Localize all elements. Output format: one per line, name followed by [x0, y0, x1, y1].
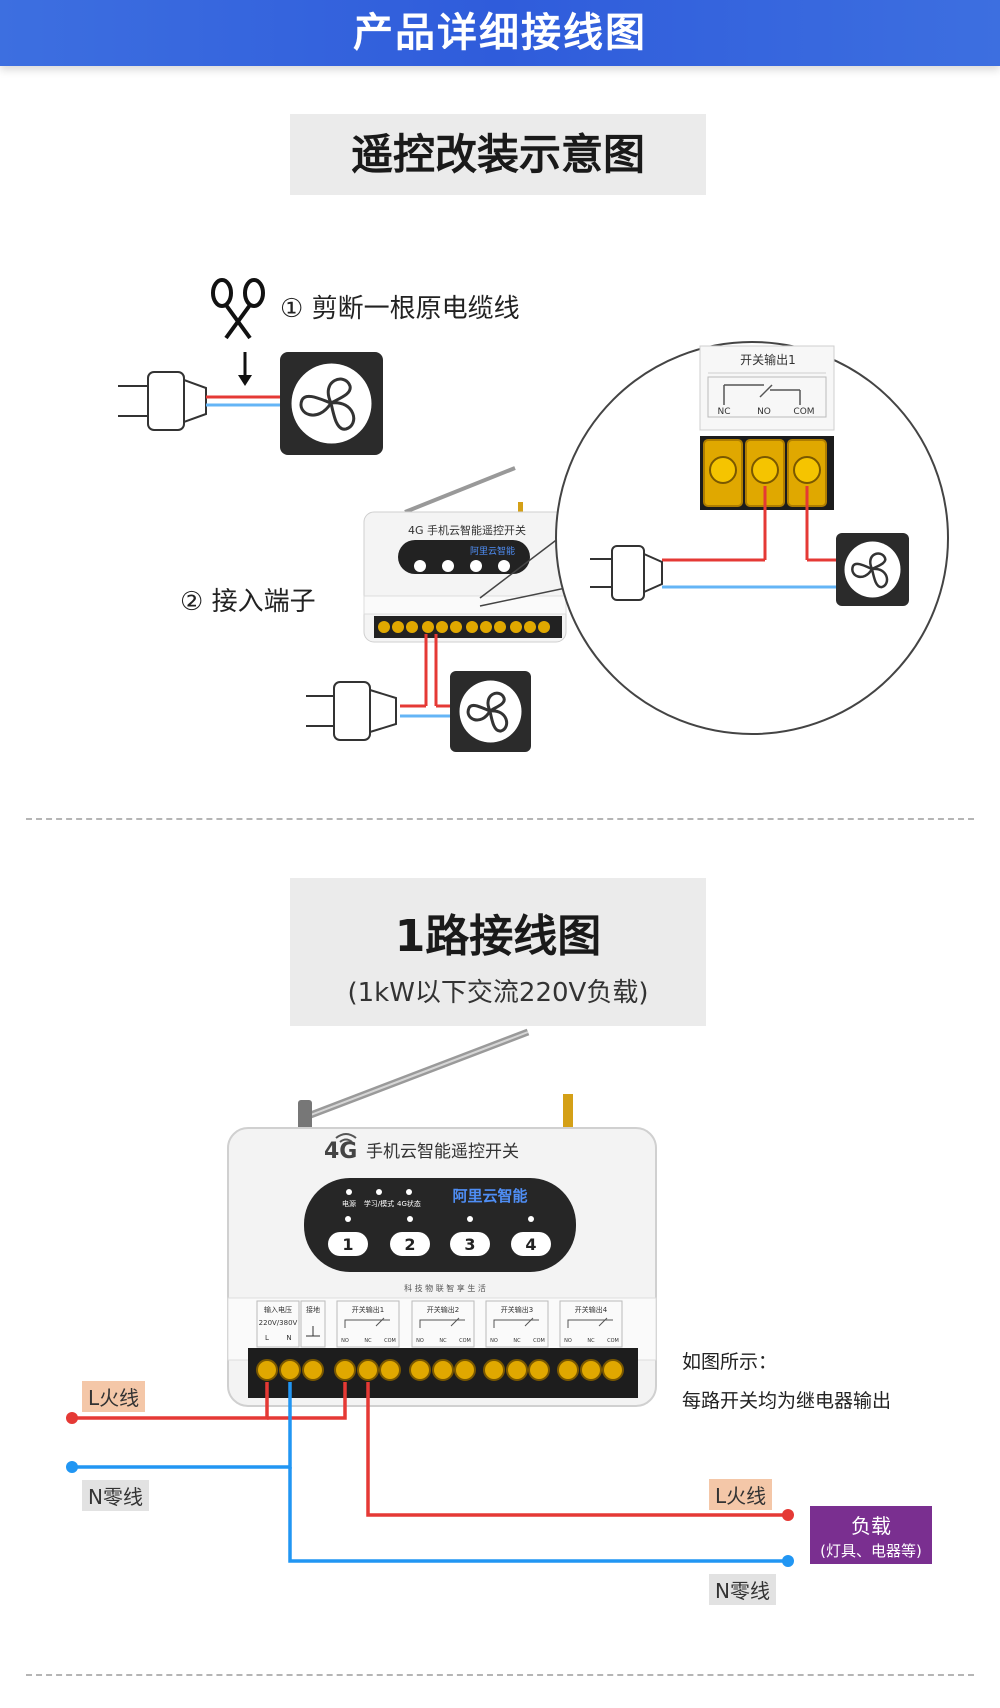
- button-label-3: 3: [464, 1235, 475, 1254]
- wiring-diagram: 4G 手机云智能遥控开关 电源 学习/模式 4G状态 阿里云智能 1 2 3 4…: [66, 1028, 794, 1567]
- load-subtitle: (灯具、电器等): [820, 1542, 922, 1560]
- o2-nc: NC: [439, 1338, 447, 1344]
- step2-label: ② 接入端子: [180, 587, 316, 617]
- button-label-1: 1: [342, 1235, 353, 1254]
- scissors-icon: [211, 278, 265, 340]
- input-terminal-l: L: [265, 1334, 269, 1342]
- fan-icon-3: [836, 533, 909, 606]
- svg-text:4G 手机云智能遥控开关: 4G 手机云智能遥控开关: [408, 523, 526, 537]
- zoom-circle: 开关输出1 NC NO COM: [555, 341, 949, 735]
- wires: [72, 1382, 788, 1563]
- step1-label: ① 剪断一根原电缆线: [280, 294, 520, 324]
- o4-nc: NC: [587, 1338, 595, 1344]
- page-title: 产品详细接线图: [353, 10, 647, 56]
- svg-text:NC: NC: [717, 407, 730, 417]
- live-in-label: L火线: [82, 1381, 146, 1412]
- device-brand: 4G: [324, 1139, 357, 1164]
- remote-button-1[interactable]: [328, 1232, 368, 1256]
- wire-endpoints: [66, 1412, 794, 1567]
- remote-buttons: 1 2 3 4: [328, 1216, 551, 1256]
- fan-icon: [280, 352, 383, 455]
- svg-text:COM: COM: [793, 407, 814, 417]
- neutral-out-label: N零线: [709, 1574, 776, 1605]
- indicator-power: 电源: [342, 1199, 356, 1208]
- device-small: 4G 手机云智能遥控开关 阿里云智能: [363, 466, 567, 643]
- svg-text:开关输出1: 开关输出1: [740, 352, 796, 367]
- load-title: 负载: [851, 1514, 891, 1538]
- indicator-4g: 4G状态: [397, 1199, 421, 1208]
- ground-label: 接地: [306, 1305, 320, 1314]
- device-slogan: 科 技 物 联 智 享 生 活: [404, 1283, 486, 1293]
- input-terminal-n: N: [286, 1334, 291, 1342]
- button-label-2: 2: [404, 1235, 415, 1254]
- section1-title: 遥控改装示意图: [350, 130, 645, 179]
- plug-icon-3: [590, 545, 663, 601]
- o2-com: COM: [459, 1338, 471, 1344]
- fan-icon-2: [450, 671, 531, 752]
- button-label-4: 4: [525, 1235, 536, 1254]
- plug-icon-2: [306, 681, 397, 741]
- down-arrow-icon: [238, 352, 252, 386]
- cloud-label: 阿里云智能: [452, 1187, 527, 1205]
- section-divider: [26, 818, 974, 820]
- input-voltage: 220V/380V: [259, 1319, 298, 1327]
- svg-text:NO: NO: [757, 407, 771, 417]
- note-line-2: 每路开关均为继电器输出: [682, 1390, 892, 1412]
- o2-no: NO: [416, 1338, 424, 1344]
- output-boxes: 开关输出1 开关输出2 开关输出3 开关输出4 NO NC COM NO NC …: [336, 1300, 623, 1348]
- terminals: [256, 1359, 624, 1381]
- indicator-mode: 学习/模式: [364, 1199, 394, 1208]
- o4-com: COM: [607, 1338, 619, 1344]
- device-name: 手机云智能遥控开关: [366, 1142, 519, 1162]
- signal-icon: [335, 1133, 357, 1143]
- retrofit-diagram: 4G 手机云智能遥控开关 阿里云智能: [118, 278, 949, 752]
- output-label-4: 开关输出4: [575, 1305, 608, 1314]
- live-out-label: L火线: [709, 1479, 773, 1510]
- section1-title-box: 遥控改装示意图: [290, 114, 706, 195]
- header-banner: 产品详细接线图: [0, 0, 1000, 66]
- remote-button-3[interactable]: [450, 1232, 490, 1256]
- o1-nc: NC: [364, 1338, 372, 1344]
- ground-icon: [306, 1326, 320, 1337]
- input-voltage-label: 输入电压: [264, 1305, 292, 1314]
- control-panel: [304, 1178, 576, 1272]
- plug-icon: [118, 371, 207, 431]
- neutral-in-label: N零线: [82, 1480, 149, 1511]
- o1-com: COM: [384, 1338, 396, 1344]
- o3-no: NO: [490, 1338, 498, 1344]
- svg-text:阿里云智能: 阿里云智能: [470, 545, 515, 557]
- section-divider-2: [26, 1674, 974, 1676]
- note-line-1: 如图所示：: [682, 1351, 778, 1373]
- remote-button-2[interactable]: [390, 1232, 430, 1256]
- output-label-1: 开关输出1: [352, 1305, 384, 1314]
- o3-com: COM: [533, 1338, 545, 1344]
- o3-nc: NC: [513, 1338, 521, 1344]
- section2-title: 1路接线图: [394, 911, 602, 962]
- load-box: 负载 (灯具、电器等): [810, 1506, 932, 1564]
- section2-subtitle: (1kW以下交流220V负载): [347, 978, 649, 1008]
- output-label-2: 开关输出2: [427, 1305, 459, 1314]
- o4-no: NO: [564, 1338, 572, 1344]
- output-label-3: 开关输出3: [501, 1305, 533, 1314]
- remote-button-4[interactable]: [511, 1232, 551, 1256]
- section2-title-box: 1路接线图 (1kW以下交流220V负载): [290, 878, 706, 1026]
- o1-no: NO: [341, 1338, 349, 1344]
